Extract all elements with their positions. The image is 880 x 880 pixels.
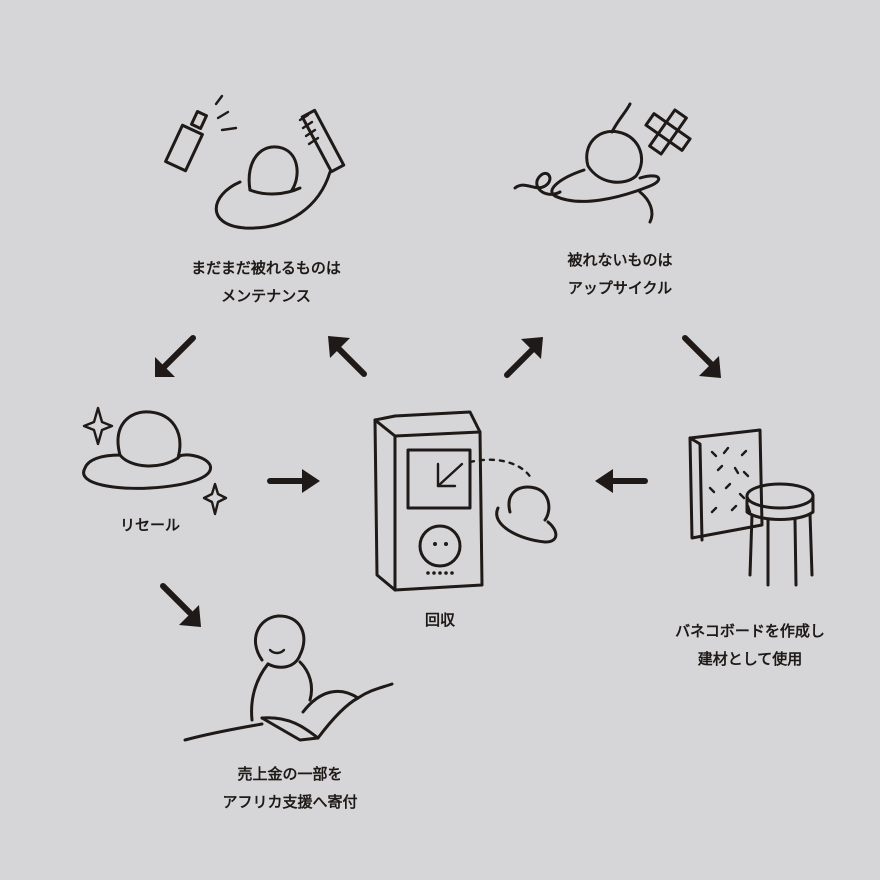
donation-line1: 売上金の一部を (237, 765, 343, 783)
node-label-collection: 回収 (410, 606, 470, 634)
spray-brush-hat-icon (164, 94, 346, 230)
arrow-collection-to-upcycle (504, 337, 543, 378)
maintenance-line1: まだまだ被れるものは (191, 259, 341, 277)
upcycle-line2: アップサイクル (567, 279, 673, 297)
reading-person-icon (183, 614, 394, 742)
resale-line1: リセール (119, 516, 180, 534)
arrow-resale-to-collection (267, 469, 320, 493)
arrow-board-to-collection (595, 469, 648, 493)
arrow-maintenance-to-resale (155, 335, 196, 377)
board-stool-icon (688, 428, 815, 587)
donation-line2: アフリカ支援へ寄付 (222, 793, 358, 811)
arrow-resale-to-donation (160, 583, 201, 627)
arrow-collection-to-maintenance (328, 336, 367, 377)
torn-hat-icon (513, 102, 692, 224)
building-material-line2: 建材として使用 (697, 650, 803, 668)
collection-line1: 回収 (424, 611, 455, 629)
sparkle-hat-icon (82, 406, 228, 516)
node-label-maintenance: まだまだ被れるものは メンテナンス (176, 254, 356, 310)
node-label-resale: リセール (100, 511, 200, 539)
maintenance-line2: メンテナンス (221, 287, 311, 305)
arrow-icon (155, 335, 721, 627)
upcycle-line1: 被れないものは (567, 251, 673, 269)
building-material-line1: バネコボードを作成し (675, 622, 825, 640)
node-label-donation: 売上金の一部を アフリカ支援へ寄付 (205, 760, 375, 816)
node-label-upcycle: 被れないものは アップサイクル (545, 246, 695, 302)
node-label-building-material: バネコボードを作成し 建材として使用 (665, 617, 835, 673)
collection-box-icon (373, 410, 558, 592)
arrow-upcycle-to-board (682, 335, 721, 378)
